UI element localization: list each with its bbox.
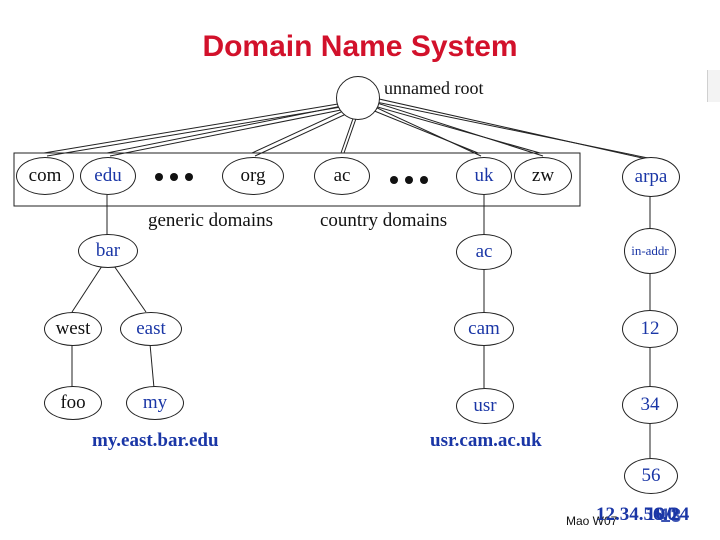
node-my[interactable]: my	[126, 386, 184, 420]
node-zw[interactable]: zw	[514, 157, 572, 195]
page-title: Domain Name System	[202, 30, 518, 63]
node-edu[interactable]: edu	[80, 157, 136, 195]
node-34[interactable]: 34	[622, 386, 678, 424]
generic-domains-label: generic domains	[148, 210, 274, 231]
top-level-box	[13, 152, 581, 207]
root-label: unnamed root	[384, 78, 484, 98]
node-bar[interactable]: bar	[78, 234, 138, 268]
node-org[interactable]: org	[222, 157, 284, 195]
node-usr[interactable]: usr	[456, 388, 514, 424]
node-cam[interactable]: cam	[454, 312, 514, 346]
fqdn-my-east-bar-edu: my.east.bar.edu	[92, 430, 219, 451]
node-com[interactable]: com	[16, 157, 74, 195]
scrollbar-stub[interactable]	[707, 70, 720, 102]
node-ac[interactable]: ac	[314, 157, 370, 195]
node-foo[interactable]: foo	[44, 386, 102, 420]
node-56[interactable]: 56	[624, 458, 678, 494]
node-12[interactable]: 12	[622, 310, 678, 348]
country-ellipsis	[390, 176, 428, 184]
node-east[interactable]: east	[120, 312, 182, 346]
fqdn-usr-cam-ac-uk: usr.cam.ac.uk	[430, 430, 542, 451]
country-domains-label: country domains	[320, 210, 448, 231]
footer-page-overlay: 13	[660, 506, 682, 527]
footer-author: Mao W07	[566, 514, 618, 528]
root-node[interactable]	[336, 76, 380, 120]
footer-address: 12.34.56.0	[596, 504, 677, 525]
node-west[interactable]: west	[44, 312, 102, 346]
node-in-addr[interactable]: in-addr	[624, 228, 676, 274]
node-arpa[interactable]: arpa	[622, 157, 680, 197]
footer-page-number: 10/24	[646, 504, 690, 525]
node-uk[interactable]: uk	[456, 157, 512, 195]
generic-ellipsis	[155, 173, 193, 181]
node-uk-ac[interactable]: ac	[456, 234, 512, 270]
